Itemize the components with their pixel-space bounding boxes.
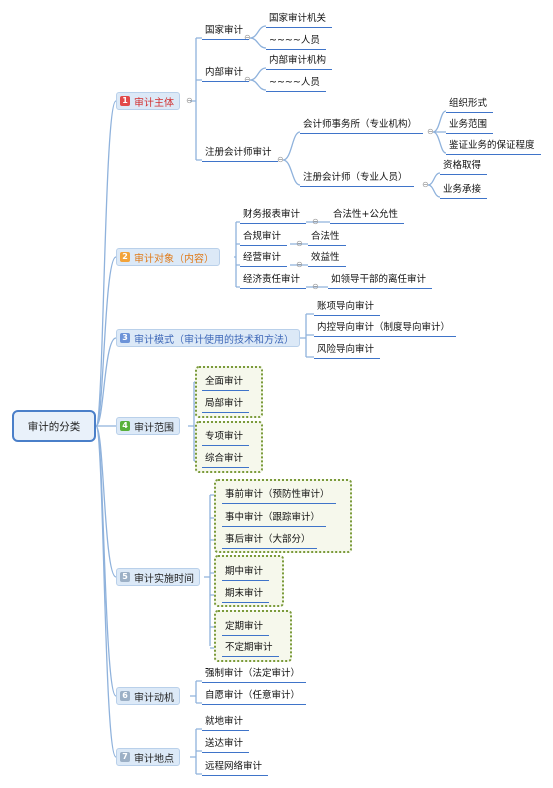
scope-item[interactable]: 局部审计 [202,397,250,413]
mode-item[interactable]: 账项导向审计 [314,300,381,316]
root-label: 审计的分类 [27,420,81,433]
number-badge-2: 2 [120,252,130,262]
number-badge-4: 4 [120,421,130,431]
object-item-value[interactable]: 合法性+公允性 [330,208,404,224]
cpa-audit-node[interactable]: 注册会计师审计 [202,146,278,162]
timing-group-1: 事前审计（预防性审计） 事中审计（跟踪审计） 事后审计（大部分） [214,479,352,553]
category-scope[interactable]: 4 审计范围 [116,417,180,435]
location-item[interactable]: 送达审计 [202,737,250,753]
timing-item[interactable]: 事中审计（跟踪审计） [222,511,327,527]
category-label: 审计模式（审计使用的技术和方法） [134,334,294,346]
internal-audit-node[interactable]: 内部审计 [202,66,250,82]
root-node[interactable]: 审计的分类 [12,410,96,442]
cpa-person-child-2[interactable]: 业务承接 [440,183,488,199]
category-label: 审计主体 [134,97,174,109]
cpa-person-node[interactable]: 注册会计师（专业人员） [300,171,414,187]
object-item-value[interactable]: 合法性 [308,230,346,246]
scope-item[interactable]: 综合审计 [202,452,250,468]
category-timing[interactable]: 5 审计实施时间 [116,568,200,586]
category-label: 审计范围 [134,422,174,434]
timing-item[interactable]: 定期审计 [222,620,270,636]
location-item[interactable]: 远程网络审计 [202,760,269,776]
number-badge-3: 3 [120,333,130,343]
mode-item[interactable]: 风险导向审计 [314,343,381,359]
timing-item[interactable]: 不定期审计 [222,641,279,657]
collapse-icon[interactable]: ⊖ [277,155,284,164]
mode-item[interactable]: 内控导向审计（制度导向审计） [314,321,457,337]
number-badge-1: 1 [120,96,130,106]
collapse-icon[interactable]: ⊖ [422,180,429,189]
motive-item[interactable]: 自愿审计（任意审计） [202,689,307,705]
category-label: 审计对象（内容） [134,253,214,265]
collapse-icon[interactable]: ⊖ [296,260,303,269]
category-motive[interactable]: 6 审计动机 [116,687,180,705]
national-audit-child-2[interactable]: ~~~~人员 [266,34,326,50]
collapse-icon[interactable]: ⊖ [244,33,251,42]
cpa-firm-child-2[interactable]: 业务范围 [446,118,494,134]
object-item-label[interactable]: 合规审计 [240,230,288,246]
motive-item[interactable]: 强制审计（法定审计） [202,667,307,683]
object-item-label[interactable]: 经济责任审计 [240,273,307,289]
object-item-label[interactable]: 经营审计 [240,251,288,267]
national-audit-child-1[interactable]: 国家审计机关 [266,12,333,28]
scope-group-1: 全面审计 局部审计 [195,366,263,418]
cpa-firm-child-1[interactable]: 组织形式 [446,97,494,113]
timing-item[interactable]: 期中审计 [222,565,270,581]
timing-item[interactable]: 事后审计（大部分） [222,533,317,549]
internal-audit-child-2[interactable]: ~~~~人员 [266,76,326,92]
scope-group-2: 专项审计 综合审计 [195,421,263,473]
category-subject[interactable]: 1 审计主体 [116,92,180,110]
scope-item[interactable]: 全面审计 [202,375,250,391]
location-item[interactable]: 就地审计 [202,715,250,731]
category-label: 审计实施时间 [134,573,194,585]
cpa-firm-child-3[interactable]: 鉴证业务的保证程度 [446,139,541,155]
internal-audit-child-1[interactable]: 内部审计机构 [266,54,333,70]
category-location[interactable]: 7 审计地点 [116,748,180,766]
category-mode[interactable]: 3 审计模式（审计使用的技术和方法） [116,329,300,347]
timing-group-3: 定期审计 不定期审计 [214,610,292,662]
collapse-icon[interactable]: ⊖ [186,96,193,105]
collapse-icon[interactable]: ⊖ [312,282,319,291]
scope-item[interactable]: 专项审计 [202,430,250,446]
category-object[interactable]: 2 审计对象（内容） [116,248,220,266]
number-badge-5: 5 [120,572,130,582]
collapse-icon[interactable]: ⊖ [427,127,434,136]
cpa-person-child-1[interactable]: 资格取得 [440,159,488,175]
collapse-icon[interactable]: ⊖ [244,75,251,84]
object-item-label[interactable]: 财务报表审计 [240,208,307,224]
category-label: 审计地点 [134,753,174,765]
collapse-icon[interactable]: ⊖ [296,239,303,248]
number-badge-7: 7 [120,752,130,762]
national-audit-node[interactable]: 国家审计 [202,24,250,40]
timing-item[interactable]: 事前审计（预防性审计） [222,488,336,504]
object-item-value[interactable]: 如领导干部的离任审计 [328,273,433,289]
number-badge-6: 6 [120,691,130,701]
timing-item[interactable]: 期末审计 [222,587,270,603]
object-item-value[interactable]: 效益性 [308,251,346,267]
timing-group-2: 期中审计 期末审计 [214,555,284,607]
collapse-icon[interactable]: ⊖ [312,217,319,226]
cpa-firm-node[interactable]: 会计师事务所（专业机构） [300,118,424,134]
category-label: 审计动机 [134,692,174,704]
